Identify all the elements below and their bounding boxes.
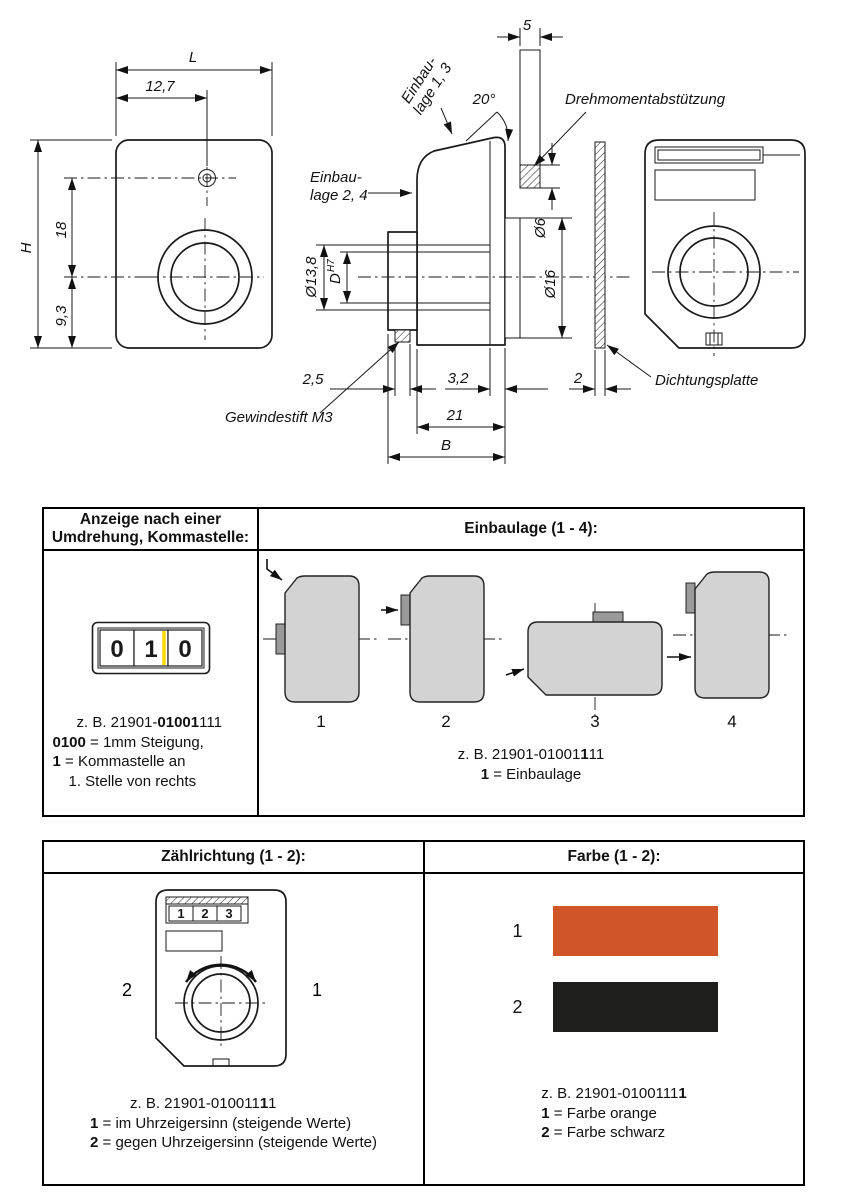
dir-digit-3: 3 (225, 906, 232, 921)
dim-18: 18 (53, 221, 70, 238)
zaehlrichtung-cell: 1 2 3 2 1 z. B. 21901-01001111 1 = im Uh… (44, 874, 425, 1184)
dim-o16: Ø16 (542, 269, 559, 299)
dim-12-7: 12,7 (145, 78, 175, 95)
einbaulage-position-4: 4 (667, 571, 789, 731)
dim-D-H7: D H7 (326, 259, 344, 284)
einbaulage-legend: z. B. 21901-01001111 1 = Einbaulage (458, 745, 605, 784)
dim-L: L (189, 49, 197, 66)
svg-text:lage 2, 4: lage 2, 4 (310, 187, 368, 204)
example-code: z. B. 21901-01001111 (457, 746, 605, 763)
anzeige-header-line1: Anzeige nach einer (79, 510, 222, 528)
zaehlrichtung-header: Zählrichtung (1 - 2): (44, 842, 425, 874)
example-code: z. B. 21901-01001111 (541, 1085, 687, 1102)
example-code: z. B. 21901-01001111 (76, 714, 222, 731)
legend-gegen-uhrzeigersinn: 2 = gegen Uhrzeigersinn (steigende Werte… (90, 1134, 377, 1151)
color-swatch-orange (552, 906, 718, 956)
svg-text:Einbau-: Einbau- (310, 169, 362, 186)
einbaulage-position-2: 2 (381, 575, 504, 731)
legend-einbaulage: 1 = Einbaulage (480, 765, 582, 783)
position-label-2: 2 (441, 712, 450, 731)
anzeige-header: Anzeige nach einer Umdrehung, Kommastell… (44, 509, 259, 551)
technical-drawing: L 12,7 H 18 9,3 (18, 17, 806, 464)
rear-view (644, 139, 806, 356)
legend-kommastelle: 1 = Kommastelle an (52, 753, 186, 770)
torque-pin-section (519, 164, 541, 189)
dim-2: 2 (573, 370, 583, 387)
section-body (416, 136, 506, 346)
color-option-1: 1 (511, 906, 718, 956)
legend-kommastelle-2: 1. Stelle von rechts (68, 772, 197, 790)
counter-digit-2: 1 (144, 636, 157, 663)
einbaulage-header: Einbaulage (1 - 4): (259, 509, 803, 551)
front-view: L 12,7 H 18 9,3 (18, 49, 273, 349)
seal-plate (594, 141, 606, 349)
label-einbaulage-1-3: Einbau- lage 1, 3 (398, 54, 456, 118)
svg-text:H7: H7 (326, 259, 337, 272)
anzeige-cell: 0 1 0 z. B. 21901-01001111 0100 = 1mm St… (44, 551, 259, 815)
label-plate-small (165, 930, 222, 952)
front-collar (504, 217, 521, 339)
position-label-1: 1 (316, 712, 325, 731)
dim-2-5: 2,5 (302, 371, 325, 388)
swatch-label-1: 1 (512, 920, 523, 941)
rear-housing-outline (644, 139, 806, 349)
dim-H: H (18, 242, 35, 253)
counter-digit-3: 0 (178, 636, 191, 663)
example-code: z. B. 21901-01001111 (130, 1095, 277, 1112)
anzeige-legend: z. B. 21901-01001111 0100 = 1mm Steigung… (53, 713, 249, 791)
dir-digit-1: 1 (177, 906, 184, 921)
label-gewindestift-m3: Gewindestift M3 (225, 409, 333, 426)
anzeige-header-line2: Umdrehung, Kommastelle: (51, 529, 250, 546)
label-dichtungsplatte: Dichtungsplatte (655, 372, 758, 389)
dim-5: 5 (523, 17, 532, 34)
counter-display: 0 1 0 (91, 621, 210, 675)
dim-angle-20: 20° (472, 91, 496, 108)
table-anzeige-einbaulage: Anzeige nach einer Umdrehung, Kommastell… (42, 507, 805, 817)
svg-text:D: D (327, 273, 344, 284)
einbaulage-cell: 1 2 3 (259, 551, 803, 815)
legend-uhrzeigersinn: 1 = im Uhrzeigersinn (steigende Werte) (90, 1114, 352, 1132)
position-label-3: 3 (590, 712, 599, 731)
label-plate (654, 169, 756, 201)
swatch-label-2: 2 (512, 996, 523, 1017)
dir-digit-2: 2 (201, 906, 208, 921)
farbe-legend: z. B. 21901-01001111 1 = Farbe orange 2 … (541, 1084, 686, 1143)
housing-outline (115, 139, 273, 349)
section-view: 5 20° Einbau- lage 1, 3 Einbau- lage 2, … (225, 17, 758, 464)
display-window-inner (657, 149, 761, 161)
set-screw (394, 329, 411, 343)
rotation-arrow (184, 963, 257, 983)
farbe-header: Farbe (1 - 2): (425, 842, 803, 874)
zaehlrichtung-legend: z. B. 21901-01001111 1 = im Uhrzeigersin… (90, 1094, 377, 1153)
dim-3-2: 3,2 (448, 370, 470, 387)
label-drehmomentabstuetzung: Drehmomentabstützung (565, 91, 726, 108)
position-label-4: 4 (727, 712, 736, 731)
legend-steigung: 0100 = 1mm Steigung, (52, 733, 204, 751)
legend-farbe-schwarz: 2 = Farbe schwarz (541, 1124, 666, 1141)
hub (387, 231, 418, 331)
dim-B: B (441, 437, 451, 454)
legend-farbe-orange: 1 = Farbe orange (541, 1104, 657, 1122)
einbaulage-position-3: 3 (505, 603, 663, 731)
dim-o13-8: Ø13,8 (303, 256, 320, 299)
label-einbaulage-2-4: Einbau- lage 2, 4 (310, 169, 368, 204)
farbe-cell: 1 2 z. B. 21901-01001111 1 = Farbe orang… (425, 874, 803, 1184)
direction-label-1: 1 (311, 980, 321, 1000)
einbaulage-diagrams: 1 2 3 (263, 559, 789, 731)
dim-o6: Ø6 (532, 217, 549, 239)
color-option-2: 2 (511, 982, 718, 1032)
dim-9-3: 9,3 (53, 305, 70, 327)
table-zaehlrichtung-farbe: Zählrichtung (1 - 2): Farbe (1 - 2): 1 2… (42, 840, 805, 1186)
rear-set-screw (705, 332, 723, 346)
color-swatch-schwarz (552, 982, 718, 1032)
direction-label-2: 2 (121, 980, 131, 1000)
counter-digit-1: 0 (110, 636, 123, 663)
dim-21: 21 (446, 407, 464, 424)
direction-diagram: 1 2 3 2 1 (121, 889, 322, 1067)
einbaulage-position-1: 1 (263, 559, 379, 731)
